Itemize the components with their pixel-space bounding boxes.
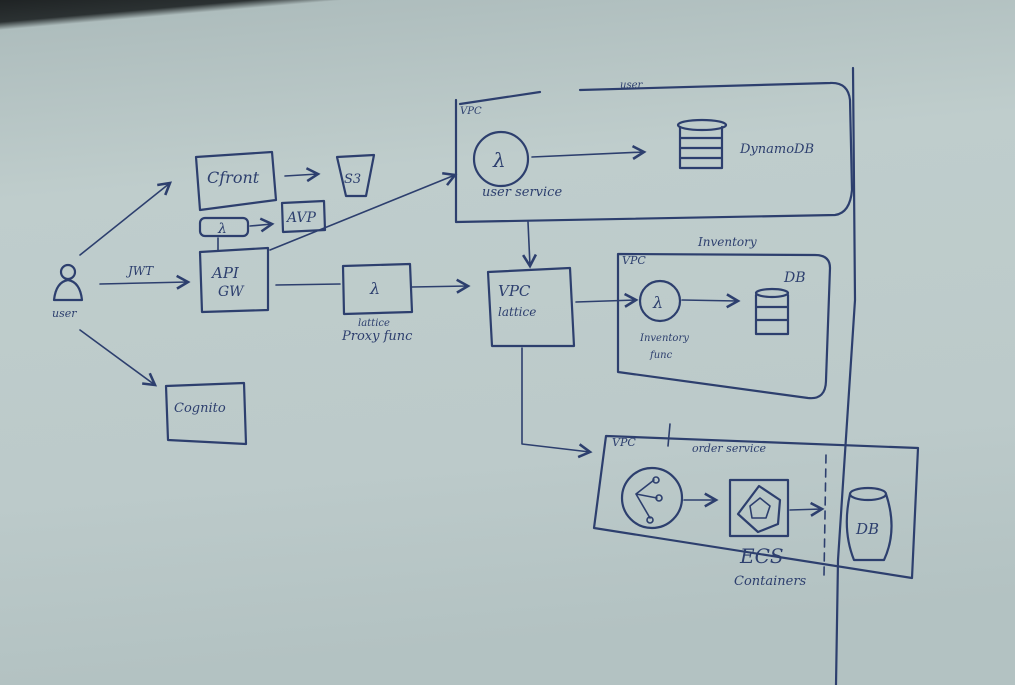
user-lambda-symbol: λ (492, 148, 506, 172)
proxy-lambda-box (341, 262, 414, 316)
vpc-lattice-label-2: lattice (498, 305, 536, 319)
proxy-label-1: lattice (358, 318, 390, 329)
arrow-user-cfront (79, 181, 173, 256)
inventory-db-icon (754, 287, 790, 336)
order-db-icon (845, 486, 893, 562)
avp-box (280, 199, 327, 234)
arrow-to-user-vpc (269, 172, 458, 251)
user-vpc-box (454, 81, 854, 224)
jwt-label: JWT (125, 264, 154, 278)
line-apigw-proxy (275, 283, 341, 286)
arrow-cfront-s3 (284, 167, 321, 183)
order-vpc-label: VPC (612, 436, 636, 449)
arrow-inventory-db (681, 293, 741, 309)
cloudfront-box (194, 150, 278, 212)
order-vpc-tick (667, 423, 671, 447)
arrow-user-vpc-lattice (522, 221, 538, 269)
inventory-vpc-label: VPC (622, 254, 646, 267)
api-gateway-box (198, 246, 270, 314)
authorizer-lambda-icon: λ (217, 221, 227, 237)
cognito-box (164, 381, 248, 446)
order-db-label: DB (855, 520, 879, 538)
s3-bucket-icon (335, 153, 376, 198)
vpc-lattice-label-1: VPC (498, 282, 531, 300)
cloudfront-label: Cfront (207, 168, 260, 187)
user-service-lambda-icon (472, 130, 530, 188)
arrow-lambda-avp (249, 217, 275, 233)
user-service-label: user service (482, 185, 562, 200)
arrow-ecs-db (789, 501, 825, 517)
arrow-lattice-order (521, 347, 593, 459)
inventory-db-label: DB (783, 270, 806, 286)
order-vpc-box (592, 434, 920, 580)
ecs-label: ECS (739, 544, 784, 568)
inventory-func-label-2: func (649, 350, 673, 361)
divider-line (834, 66, 857, 685)
inventory-lambda-icon (638, 279, 682, 323)
proxy-lambda-icon: λ (369, 279, 380, 298)
s3-label: S3 (344, 172, 361, 187)
inventory-lambda-symbol: λ (652, 293, 663, 312)
cognito-label: Cognito (174, 401, 226, 416)
inventory-vpc-title: Inventory (697, 235, 757, 249)
containers-label: Containers (734, 574, 807, 589)
vpc-lattice-box (486, 266, 576, 348)
inventory-vpc-box (616, 252, 832, 400)
arrow-user-apigw (99, 274, 191, 290)
order-dashed-divider (823, 454, 827, 576)
load-balancer-icon (620, 466, 684, 530)
user-vpc-title: user (620, 80, 643, 91)
arrow-user-cognito (79, 329, 158, 387)
user-vpc-label: VPC (460, 106, 482, 117)
dynamodb-label: DynamoDB (739, 142, 814, 157)
order-vpc-title: order service (692, 442, 766, 455)
proxy-label-2: Proxy func (341, 329, 413, 344)
dynamodb-icon (676, 118, 728, 170)
authorizer-lambda-box (198, 216, 250, 238)
avp-label: AVP (285, 210, 317, 226)
inventory-func-label-1: Inventory (639, 333, 689, 344)
user-icon (52, 263, 84, 302)
ecs-container-icon (728, 478, 790, 538)
arrow-lattice-inventory (575, 292, 639, 308)
api-gw-label-1: API (210, 264, 240, 282)
user-label: user (52, 307, 77, 320)
arrow-user-service-dynamodb (531, 144, 647, 160)
arrow-proxy-lattice (411, 278, 471, 294)
api-gw-label-2: GW (218, 284, 245, 300)
